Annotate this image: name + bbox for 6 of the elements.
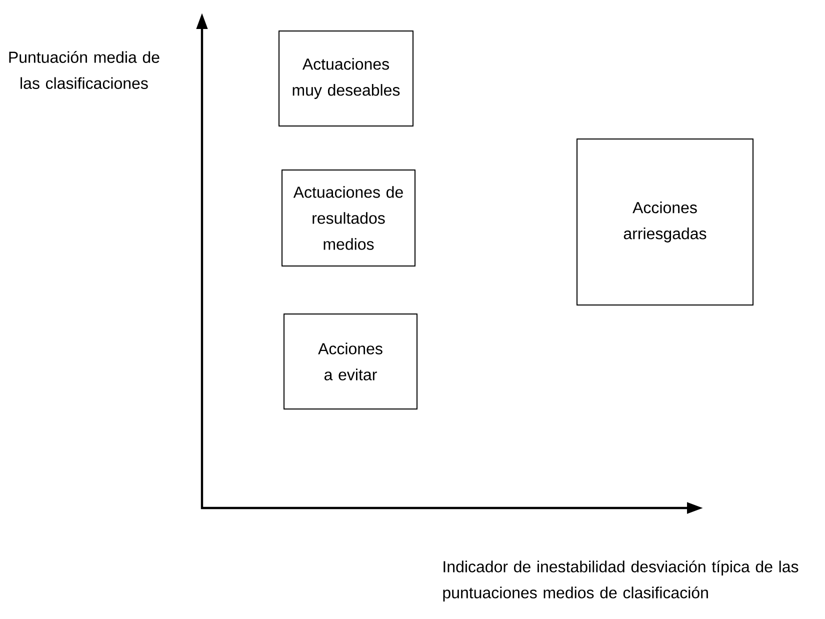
text-box: Acciones a evitar [284, 314, 418, 410]
text-box: Acciones arriesgadas [576, 138, 754, 306]
axis-label: Puntuación media de las clasificaciones [9, 51, 160, 89]
text-box: Actuaciones muy deseables [278, 30, 414, 126]
text-box: Actuaciones de resultados medios [282, 170, 416, 266]
axis-label: Indicador de inestabilidad desviación típica de las puntuaciones medios de clasificación [443, 560, 798, 602]
